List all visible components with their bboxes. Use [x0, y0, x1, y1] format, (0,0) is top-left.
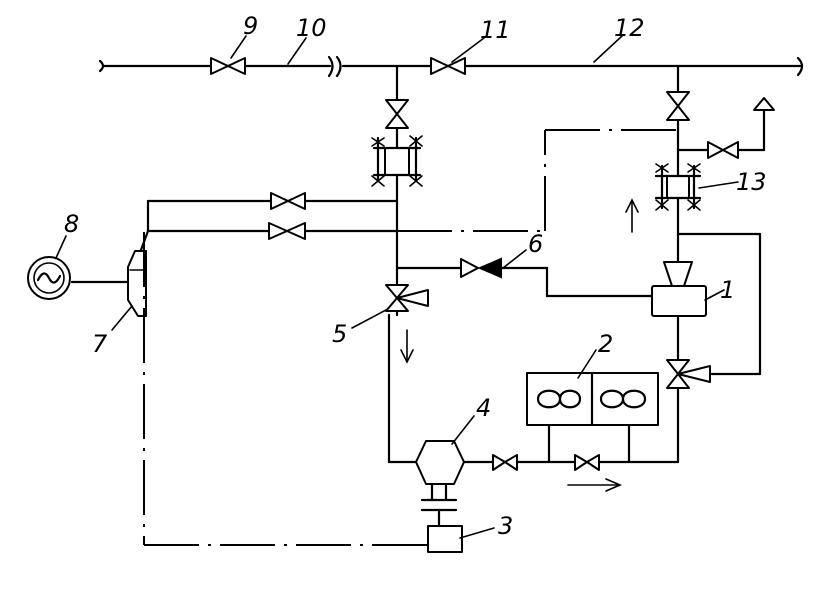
fan-cooler-2	[526, 371, 659, 464]
bypass-loop	[676, 232, 762, 376]
line-to-controller-1	[395, 266, 654, 298]
leader-lines	[55, 35, 739, 539]
flow-arrow-right	[567, 478, 623, 492]
label-11: 11	[480, 16, 511, 44]
generator-8	[27, 256, 71, 300]
valve-11	[430, 57, 466, 75]
control-line-turbine	[143, 232, 428, 546]
label-2: 2	[598, 330, 613, 358]
flow-arrow-up	[625, 198, 639, 233]
flange-13	[654, 163, 702, 211]
valve-lower-left	[268, 222, 306, 240]
flow-arrow-down	[400, 329, 414, 364]
label-13: 13	[736, 168, 767, 196]
label-5: 5	[332, 320, 347, 348]
label-1: 1	[720, 276, 735, 304]
label-4: 4	[476, 394, 491, 422]
check-valve-6	[460, 257, 502, 279]
valve-right-lower	[666, 359, 711, 400]
valve-right-top	[666, 91, 690, 121]
label-10: 10	[296, 14, 327, 42]
label-6: 6	[528, 230, 543, 258]
valve-upper-left	[270, 192, 306, 210]
label-8: 8	[64, 210, 79, 238]
label-9: 9	[243, 12, 258, 40]
control-line-upper	[397, 129, 678, 232]
motor-3	[427, 525, 463, 553]
return-line	[460, 454, 680, 471]
label-7: 7	[92, 330, 108, 358]
valve-central-top	[385, 99, 409, 129]
valve-9	[210, 57, 246, 75]
flange-left	[371, 135, 423, 187]
pump-4	[415, 440, 465, 528]
controller-1	[651, 261, 707, 317]
label-3: 3	[498, 512, 513, 540]
vent-branch	[676, 97, 775, 159]
label-12: 12	[614, 14, 645, 42]
valve-5	[385, 284, 429, 312]
turbine-supply-lines	[136, 199, 399, 260]
